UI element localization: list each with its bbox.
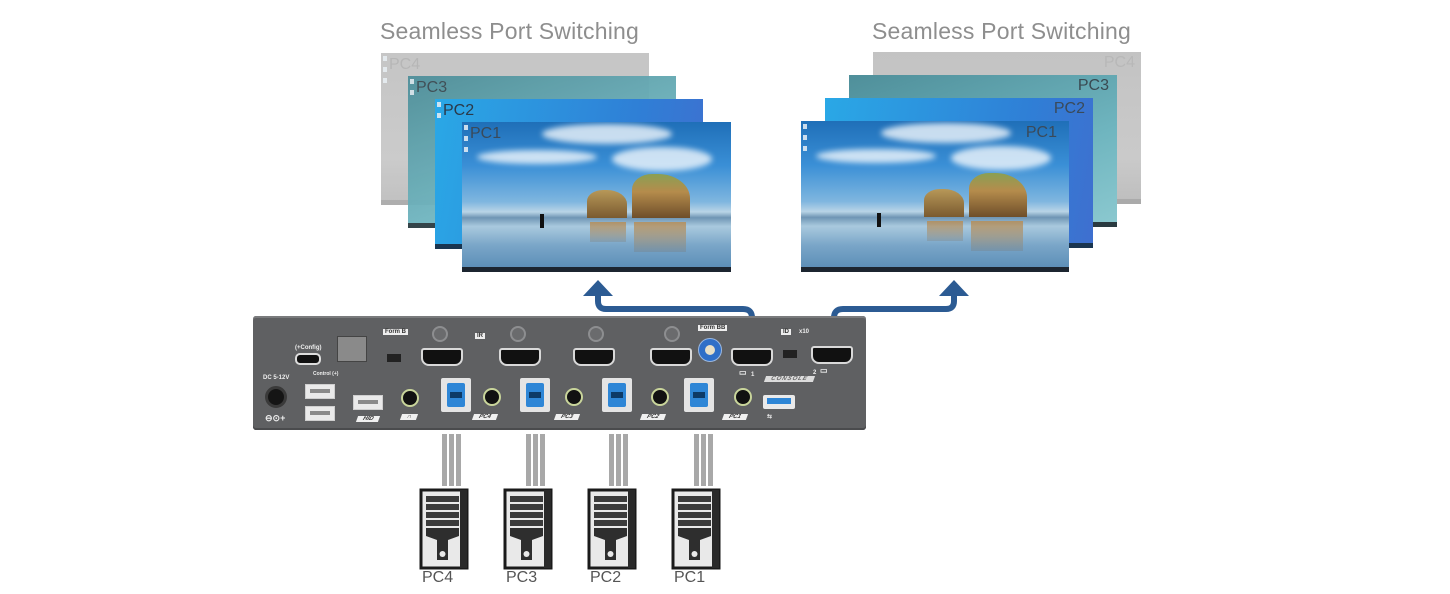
power-polarity-icon: ⊖⊙+ — [265, 413, 286, 423]
audio-jack-pc1[interactable] — [734, 388, 752, 406]
usb-b-pc3[interactable] — [520, 378, 550, 412]
cable — [449, 434, 454, 486]
screen-label: PC3 — [416, 79, 448, 96]
audio-jack-pc3[interactable] — [565, 388, 583, 406]
cable — [708, 434, 713, 486]
taskbar — [801, 267, 1069, 272]
hdmi-in-pc1[interactable] — [650, 348, 692, 366]
usb-b-pc4[interactable] — [441, 378, 471, 412]
port-tag-pc1: PC1 — [721, 414, 748, 420]
cable — [540, 434, 545, 486]
computer-label: PC4 — [422, 569, 454, 586]
cable — [442, 434, 447, 486]
computer-label: PC1 — [674, 569, 706, 586]
desktop-icons — [383, 56, 387, 89]
screen-label: PC2 — [1053, 100, 1085, 117]
usb-a-hid-port[interactable] — [353, 395, 383, 410]
arrow-to-right-monitor — [831, 293, 957, 352]
hid-tag: HID — [355, 416, 381, 422]
right-title: Seamless Port Switching — [872, 18, 1131, 44]
cable — [526, 434, 531, 486]
screen-label: PC1 — [1025, 124, 1057, 141]
form-b-label: Form B — [383, 329, 408, 335]
cable — [616, 434, 621, 486]
audio-jack-pc4[interactable] — [483, 388, 501, 406]
computer-tower-pc1 — [670, 488, 722, 570]
headphone-icon: ∩ — [399, 414, 419, 420]
hdmi-out-console-1[interactable] — [731, 348, 773, 366]
desktop-icons — [803, 124, 807, 157]
cable — [701, 434, 706, 486]
monitor-1-icon: ▭ — [739, 368, 747, 377]
control-label: Control (+) — [313, 371, 339, 377]
id-label: ID — [781, 329, 791, 335]
dip-switch-id[interactable] — [783, 350, 797, 358]
computer-label: PC2 — [590, 569, 622, 586]
usb-a-port-2[interactable] — [305, 406, 335, 421]
screw — [432, 326, 448, 342]
desktop-icons — [437, 102, 441, 124]
left-title: Seamless Port Switching — [380, 18, 639, 44]
screw — [510, 326, 526, 342]
arrow-head-left — [583, 280, 613, 296]
port-tag-pc2: PC2 — [639, 414, 666, 420]
cable — [694, 434, 699, 486]
usb-a-console-port[interactable] — [763, 395, 795, 409]
screen-label: PC3 — [1077, 77, 1109, 94]
monitor-port-1-label: 1 — [751, 372, 755, 378]
port-tag-pc3: PC3 — [553, 414, 580, 420]
cable — [623, 434, 628, 486]
screen-label: PC1 — [470, 125, 502, 142]
desktop-icons — [410, 79, 414, 101]
desktop-icons — [464, 125, 468, 158]
ir-label: IR — [475, 333, 485, 339]
computer-label: PC3 — [506, 569, 538, 586]
config-label: (+Config) — [295, 345, 322, 351]
dc-power-jack[interactable] — [265, 386, 287, 408]
arrow-to-left-monitor — [595, 293, 755, 352]
screw — [588, 326, 604, 342]
wallpaper-image — [462, 122, 731, 267]
hdmi-in-pc3[interactable] — [499, 348, 541, 366]
monitor-2-icon: ▭ — [820, 366, 828, 375]
id-multiplier: x10 — [799, 329, 810, 335]
wallpaper-image — [801, 121, 1069, 267]
screen-label: PC4 — [1103, 54, 1135, 71]
monitor-port-2-label: 2 — [813, 370, 817, 376]
hdmi-in-pc4[interactable] — [421, 348, 463, 366]
hdmi-out-console-2[interactable] — [811, 346, 853, 364]
usb-b-pc1[interactable] — [684, 378, 714, 412]
console-label: CONSOLE — [763, 376, 815, 382]
audio-jack-pc2[interactable] — [651, 388, 669, 406]
cable — [456, 434, 461, 486]
usb-c-config-port[interactable] — [295, 353, 321, 365]
right-screen-pc1: PC1 — [801, 121, 1069, 272]
usb-b-pc2[interactable] — [602, 378, 632, 412]
screen-label: PC2 — [443, 102, 475, 119]
usb-icon: ⇆ — [767, 414, 773, 420]
computer-tower-pc2 — [586, 488, 638, 570]
port-tag-pc4: PC4 — [471, 414, 498, 420]
hdmi-in-pc2[interactable] — [573, 348, 615, 366]
computer-tower-pc4 — [418, 488, 470, 570]
left-screen-pc1: PC1 — [462, 122, 731, 272]
cable — [533, 434, 538, 486]
rj45-control-port[interactable] — [337, 336, 367, 362]
dip-switch[interactable] — [387, 354, 401, 362]
audio-jack-console[interactable] — [401, 389, 419, 407]
screw — [664, 326, 680, 342]
rotary-id-switch[interactable] — [698, 338, 722, 362]
usb-a-port-1[interactable] — [305, 384, 335, 399]
form-bb-label: Form BB — [698, 325, 728, 331]
taskbar — [462, 267, 731, 272]
cable — [609, 434, 614, 486]
screen-label: PC4 — [389, 56, 421, 73]
kvm-switch-rear-panel: DC 5-12V ⊖⊙+ (+Config) Control (+) HID F… — [253, 316, 866, 430]
arrow-head-right — [939, 280, 969, 296]
computer-tower-pc3 — [502, 488, 554, 570]
dc-label: DC 5-12V — [263, 375, 290, 381]
